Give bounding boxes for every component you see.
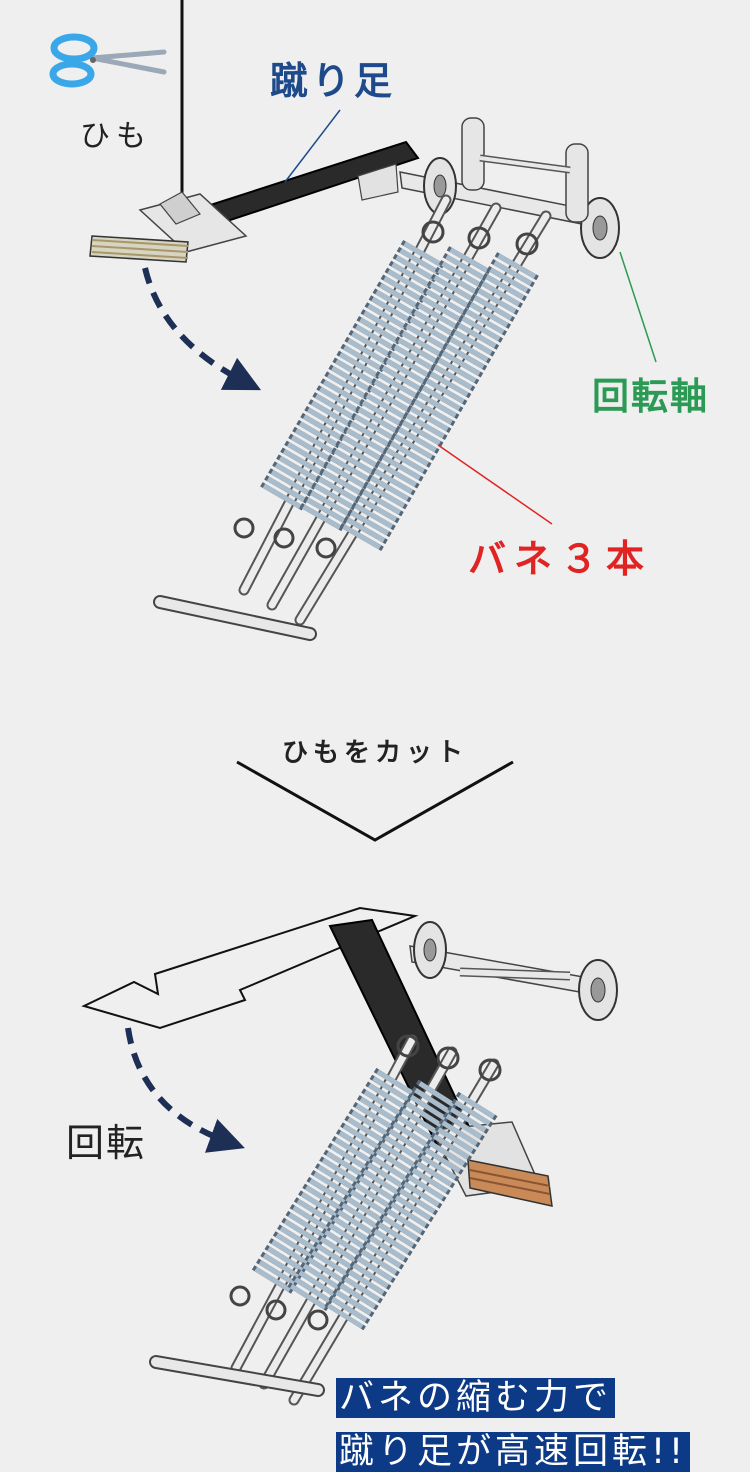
springs-leader <box>437 444 553 525</box>
scissors-icon <box>49 33 167 88</box>
string-label: ひも <box>80 119 152 154</box>
axis-leader <box>619 251 657 363</box>
springs-top <box>153 194 552 641</box>
kick-foot-label: 蹴り足 <box>270 59 397 103</box>
caption-line-2: 蹴り足が高速回転!! <box>336 1432 691 1472</box>
kick-foot-ghost-outline <box>81 906 419 1030</box>
springs-bottom <box>149 1034 502 1406</box>
swing-arrow-top <box>142 267 262 391</box>
kick-foot-leader <box>284 109 341 183</box>
rotation-axis-label: 回転軸 <box>592 375 709 418</box>
rotation-label: 回転 <box>66 1121 147 1165</box>
rotation-shaft-bottom <box>409 921 618 1021</box>
cut-string-label: ひもをカット <box>281 738 468 768</box>
caption-line-1: バネの縮む力で <box>336 1378 616 1418</box>
down-chevron-icon <box>236 760 514 842</box>
swing-arrow-bottom <box>125 1027 245 1153</box>
springs-label: バネ３本 <box>468 537 653 581</box>
kick-foot <box>89 140 420 263</box>
